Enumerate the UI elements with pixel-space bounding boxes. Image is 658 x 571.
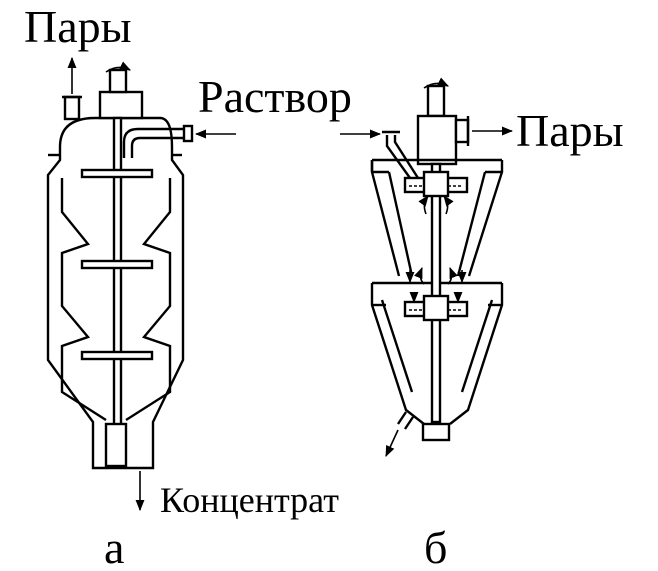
vapor-nozzle-a — [63, 95, 81, 121]
apparatus-b — [340, 77, 514, 458]
drive-top-a — [108, 68, 128, 94]
liner-left-a — [60, 178, 107, 422]
apparatus-a — [46, 56, 236, 512]
label-concentrate: Концентрат — [160, 480, 339, 520]
bottom-weight-a — [104, 422, 128, 468]
shaft-b — [430, 162, 442, 424]
rotation-arrow-a — [105, 61, 132, 73]
shell-outer-a — [46, 116, 185, 470]
bottom-hub-b — [421, 422, 451, 442]
feed-pipe-a — [122, 127, 188, 158]
blade-2-a — [80, 259, 154, 270]
label-vapors-a: Пары — [24, 1, 132, 52]
drive-housing-a — [98, 90, 144, 120]
liner-right-a — [125, 178, 172, 422]
vapor-nozzle-b — [454, 118, 470, 144]
rotation-arrow-b — [423, 77, 450, 89]
blade-1-a — [80, 168, 154, 179]
label-solution: Раствор — [198, 71, 352, 122]
blade-3-a — [80, 350, 154, 361]
feed-pipe-b — [385, 135, 420, 179]
outlet-arrow-b — [385, 429, 399, 458]
caption-a: а — [104, 522, 124, 571]
drive-top-b — [426, 84, 446, 118]
label-vapors-b: Пары — [516, 105, 624, 156]
shaft-a — [112, 116, 123, 428]
separator-b — [416, 114, 458, 166]
caption-b: б — [424, 522, 447, 571]
